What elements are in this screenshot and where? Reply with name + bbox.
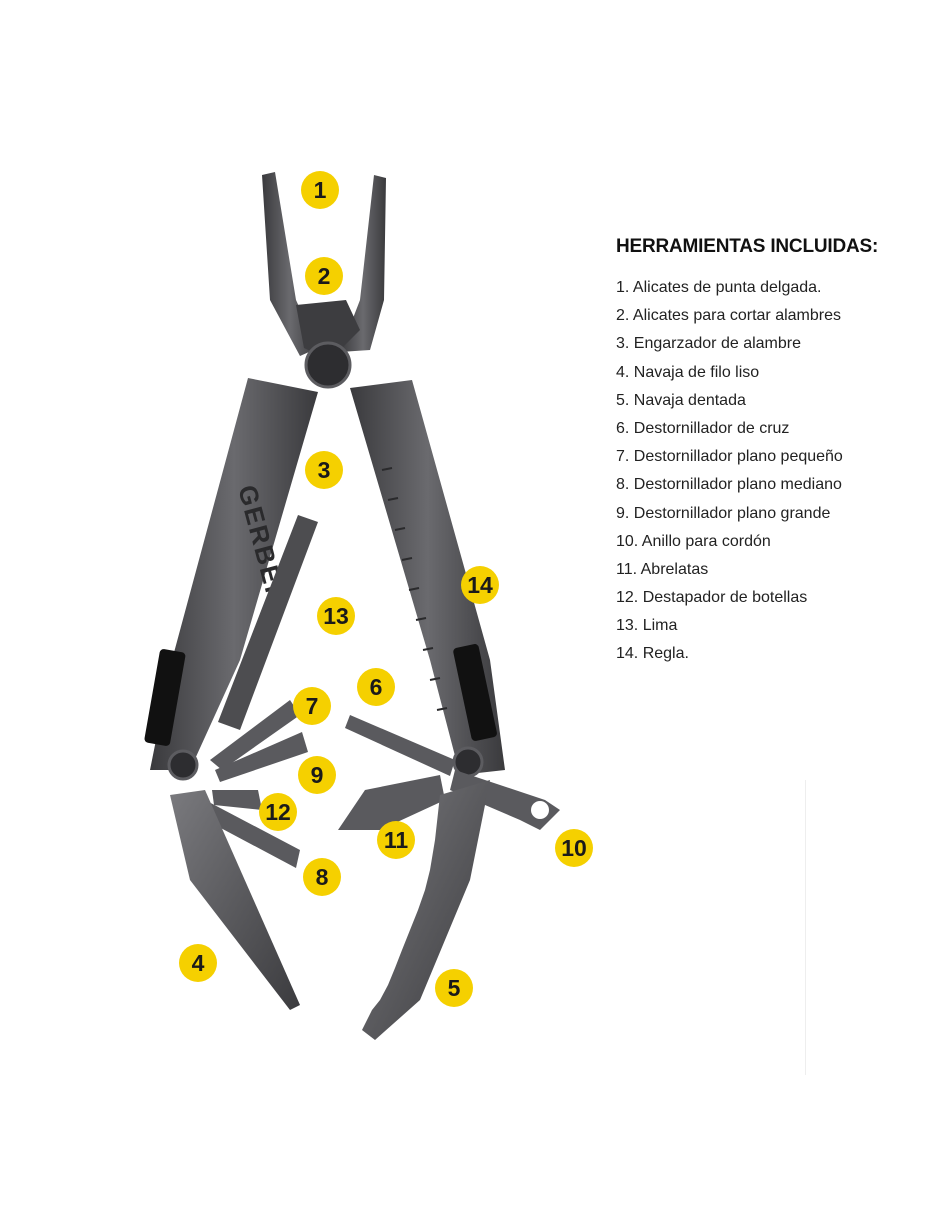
list-item: 10. Anillo para cordón [616,532,771,550]
badge-5: 5 [435,969,473,1007]
badge-14: 14 [461,566,499,604]
plain-blade [170,790,300,1010]
file-tool [218,515,318,730]
divider-line [805,780,806,1075]
badge-8: 8 [303,858,341,896]
right-handle [350,380,505,778]
left-tool-fan [202,700,308,868]
list-item: 5. Navaja dentada [616,391,746,409]
badge-7: 7 [293,687,331,725]
list-item: 1. Alicates de punta delgada. [616,279,822,296]
pivot-screw [304,341,352,389]
badge-12: 12 [259,793,297,831]
serrated-blade [362,780,490,1040]
badge-3: 3 [305,451,343,489]
list-item: 7. Destornillador plano pequeño [616,448,843,466]
list-item: 4. Navaja de filo liso [616,363,760,381]
list-item: 11. Abrelatas [616,560,709,578]
badge-10: 10 [555,829,593,867]
badge-9: 9 [298,756,336,794]
list-item: 13. Lima [616,617,678,635]
list-item: 8. Destornillador plano mediano [616,476,842,494]
left-handle-pivot [167,749,199,781]
panel-title: HERRAMIENTAS INCLUIDAS: [616,236,879,257]
badge-1: 1 [301,171,339,209]
list-item: 14. Regla. [616,645,689,663]
badge-11: 11 [377,821,415,859]
badge-4: 4 [179,944,217,982]
badge-6: 6 [357,668,395,706]
list-item: 3. Engarzador de alambre [616,335,801,353]
right-grip [453,644,497,741]
badge-13: 13 [317,597,355,635]
badge-2: 2 [305,257,343,295]
left-grip [144,649,186,746]
list-item: 2. Alicates para cortar alambres [616,307,841,325]
tools-panel: HERRAMIENTAS INCLUIDAS: 1. Alicates de p… [616,236,916,669]
list-item: 12. Destapador de botellas [616,589,808,607]
ruler-ticks [381,467,448,711]
pliers-jaws [262,172,386,389]
tools-list: 1. Alicates de punta delgada. 2. Alicate… [616,274,916,669]
list-item: 9. Destornillador plano grande [616,504,831,522]
list-item: 6. Destornillador de cruz [616,419,790,437]
